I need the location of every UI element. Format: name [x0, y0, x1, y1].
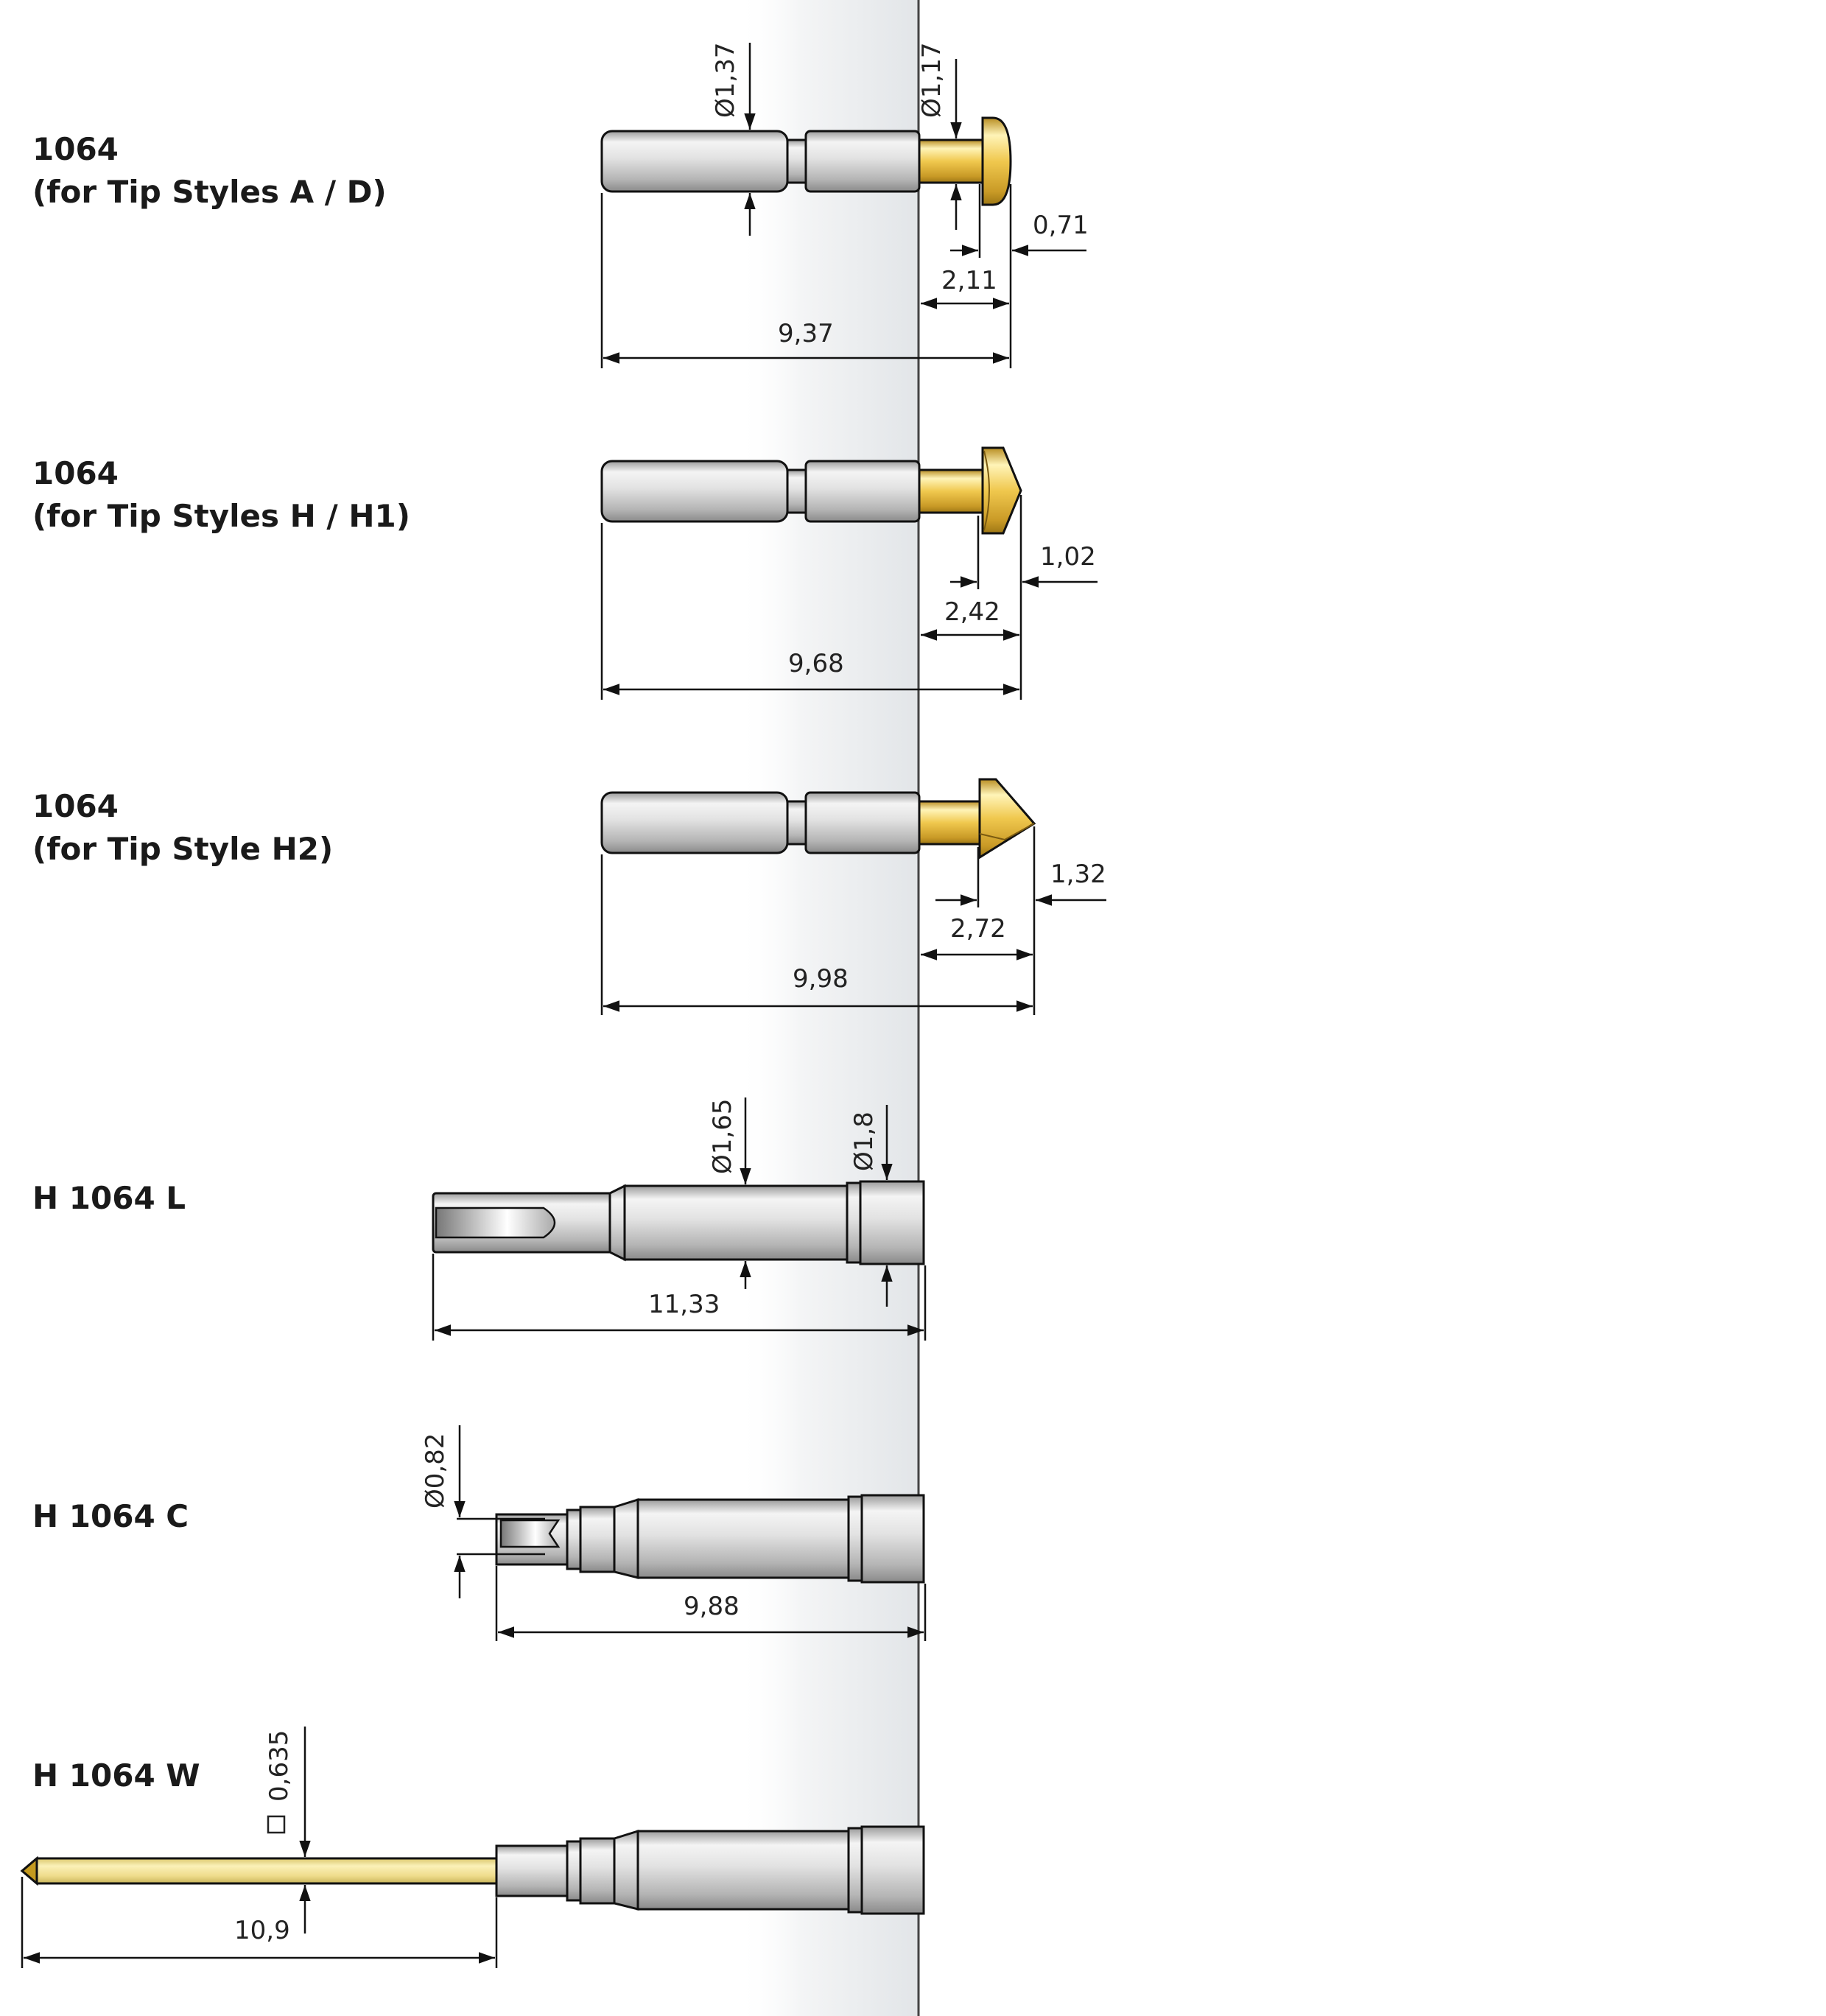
part-1-subtitle: (for Tip Styles A / D) — [32, 174, 387, 210]
part-2-total-len: 9,68 — [788, 649, 844, 678]
background-band — [737, 0, 919, 2016]
part-6-name: H 1064 W — [32, 1757, 200, 1794]
part-4-dia-collar: Ø1,8 — [849, 1111, 879, 1171]
part-5-dimensions — [454, 1425, 927, 1641]
part-4-total-len: 11,33 — [648, 1290, 720, 1319]
part-1-tip-len: 0,71 — [1033, 211, 1089, 240]
part-1-head-len: 2,11 — [941, 266, 997, 295]
part-3-drawing — [600, 778, 1036, 860]
part-1-name: 1064 — [32, 131, 119, 167]
part-2-head-len: 2,42 — [944, 597, 1000, 627]
part-5-dia-bore: Ø0,82 — [421, 1433, 450, 1509]
label-part-6: H 1064 W — [32, 1755, 200, 1797]
part-2-dimensions — [600, 495, 1098, 700]
part-4-dimensions — [432, 1097, 927, 1341]
part-1-dimensions — [600, 43, 1086, 368]
part-3-name: 1064 — [32, 788, 119, 824]
part-6-dimensions — [21, 1727, 498, 1968]
part-1-drawing — [600, 116, 1012, 206]
part-1-dia-tip: Ø1,17 — [917, 43, 947, 118]
part-4-dia-body: Ø1,65 — [708, 1099, 737, 1174]
part-1-total-len: 9,37 — [778, 319, 834, 348]
part-6-square: 0,635 — [264, 1730, 294, 1802]
part-3-total-len: 9,98 — [793, 964, 849, 994]
part-3-head-len: 2,72 — [950, 914, 1006, 944]
part-5-total-len: 9,88 — [684, 1592, 740, 1621]
part-5-drawing — [495, 1494, 925, 1584]
part-6-wire-len: 10,9 — [234, 1916, 290, 1945]
part-3-subtitle: (for Tip Style H2) — [32, 831, 334, 867]
part-6-drawing — [20, 1825, 925, 1915]
part-3-tip-len: 1,32 — [1050, 860, 1106, 889]
part-1-dia-body: Ø1,37 — [711, 43, 740, 118]
part-2-subtitle: (for Tip Styles H / H1) — [32, 498, 410, 534]
part-3-dimensions — [600, 826, 1106, 1015]
label-part-4: H 1064 L — [32, 1177, 186, 1220]
label-part-2: 1064 (for Tip Styles H / H1) — [32, 452, 410, 538]
part-2-drawing — [600, 446, 1022, 535]
label-part-3: 1064 (for Tip Style H2) — [32, 785, 333, 871]
label-part-5: H 1064 C — [32, 1495, 189, 1538]
label-part-1: 1064 (for Tip Styles A / D) — [32, 128, 387, 214]
part-4-name: H 1064 L — [32, 1180, 186, 1216]
part-4-drawing — [432, 1180, 925, 1265]
part-5-name: H 1064 C — [32, 1498, 189, 1534]
part-2-tip-len: 1,02 — [1040, 542, 1096, 572]
square-symbol-icon — [267, 1815, 286, 1834]
part-2-name: 1064 — [32, 455, 119, 491]
